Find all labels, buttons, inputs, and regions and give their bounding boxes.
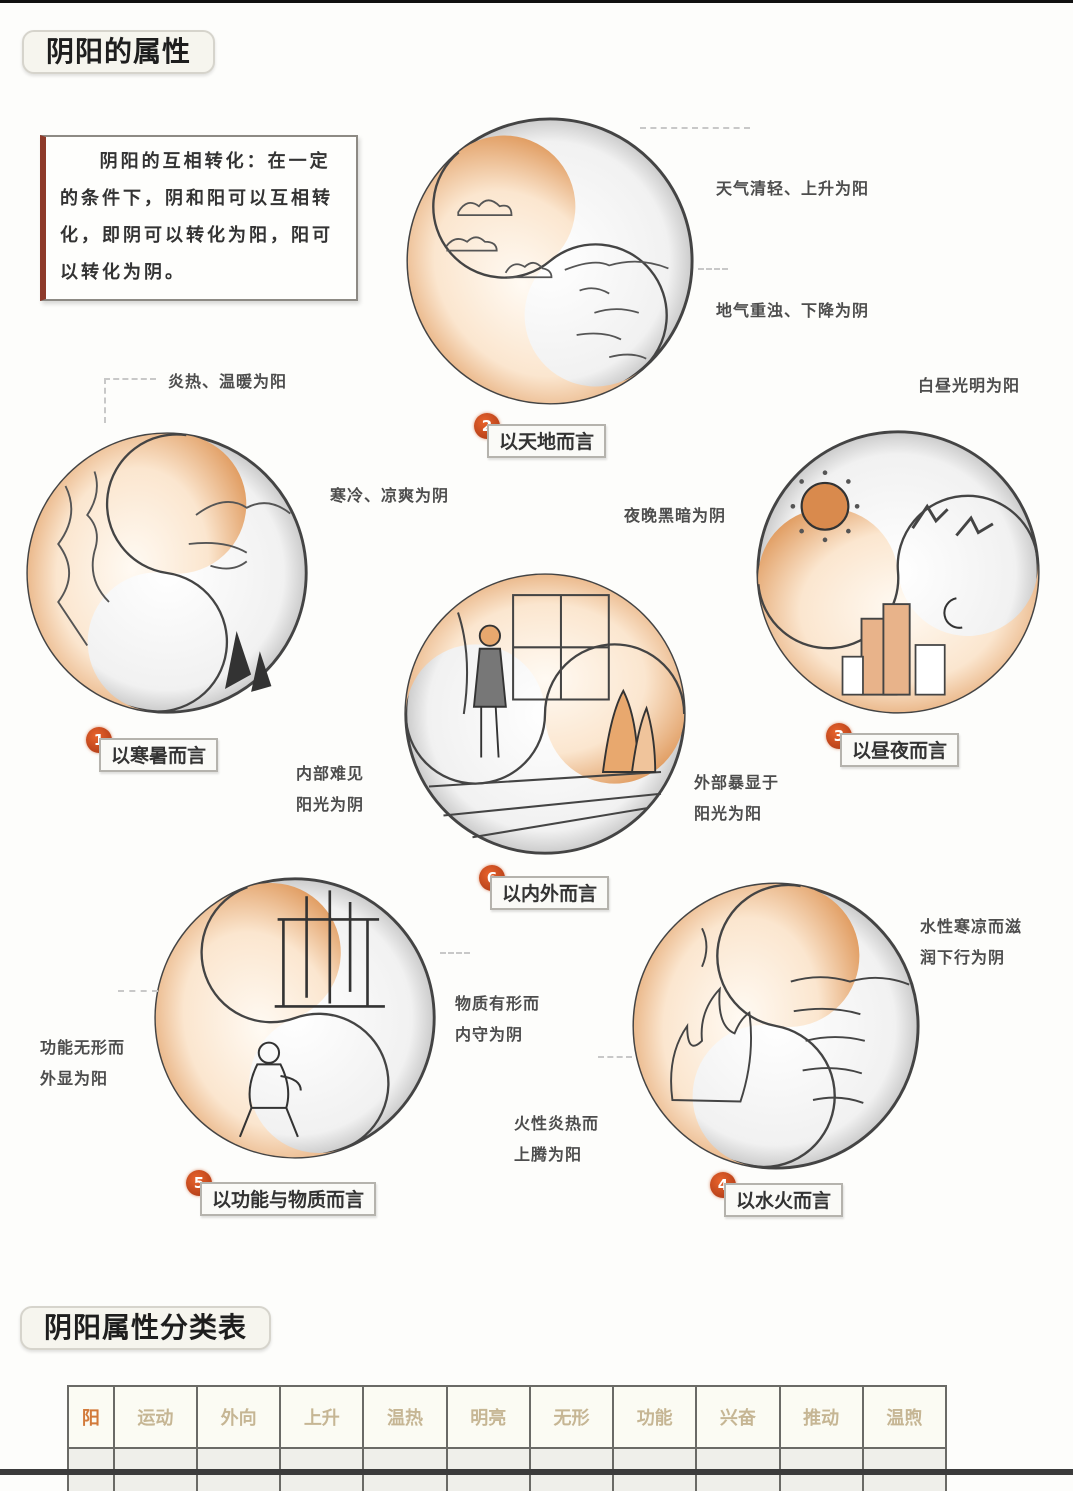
note-text: 阴阳的互相转化：在一定的条件下，阴和阳可以互相转化，即阴可以转化为阳，阳可以转化… [60,151,333,283]
label-cold-yin: 寒冷、凉爽为阴 [330,486,450,505]
yinyang-circle-water-fire [628,878,924,1174]
table-cell: 明亮 [445,1385,531,1449]
table-cell: 兴奋 [695,1385,781,1449]
yinyang-classification-table: 阳 运动 外向 上升 温热 明亮 无形 功能 兴奋 推动 温煦 [67,1385,948,1491]
table-cell: 运动 [112,1385,198,1449]
label-heaven-yang: 天气清轻、上升为阳 [716,179,870,198]
leader-line [104,378,156,380]
label-inside-yin-1: 内部难见 [296,764,365,783]
caption-inside-outside: 以内外而言 [490,876,610,910]
table-cell: 温煦 [861,1385,948,1449]
label-function-yang-2: 外显为阳 [40,1069,109,1088]
leader-line [104,378,106,423]
transformation-note: 阴阳的互相转化：在一定的条件下，阴和阳可以互相转化，即阴可以转化为阳，阳可以转化… [40,135,358,301]
yinyang-circle-cold-heat [22,428,312,718]
leader-line [598,1056,632,1058]
label-fire-yang-2: 上腾为阳 [514,1145,583,1164]
table-cell: 上升 [279,1385,365,1449]
label-night-yin: 夜晚黑暗为阴 [624,506,727,525]
caption-heaven-earth: 以天地而言 [487,424,607,458]
top-edge [0,0,1073,3]
table-cell: 推动 [778,1385,864,1449]
caption-water-fire: 以水火而言 [724,1183,844,1217]
label-matter-yin-2: 内守为阴 [455,1025,524,1044]
leader-line [640,127,750,129]
section-title-classification-table: 阴阳属性分类表 [20,1306,272,1350]
table-cell: 无形 [528,1385,615,1449]
label-matter-yin-1: 物质有形而 [455,994,541,1013]
caption-cold-heat: 以寒暑而言 [99,738,219,772]
table-cell: 外向 [195,1385,282,1449]
label-fire-yang-1: 火性炎热而 [514,1114,600,1133]
label-inside-yin-2: 阳光为阴 [296,795,365,814]
table-cell-header: 阳 [67,1385,115,1449]
label-function-yang-1: 功能无形而 [40,1038,126,1057]
caption-day-night: 以昼夜而言 [840,733,960,767]
label-heat-yang: 炎热、温暖为阳 [168,372,288,391]
label-outside-yang-1: 外部暴显于 [694,773,780,792]
label-day-yang: 白昼光明为阳 [918,376,1021,395]
leader-line [440,952,470,954]
yinyang-circle-inside-outside [400,568,690,860]
section-title-properties: 阴阳的属性 [22,30,216,74]
label-water-yin-1: 水性寒凉而滋 [920,917,1023,936]
leader-line [118,990,158,992]
yinyang-circle-day-night [752,426,1044,718]
caption-function-matter: 以功能与物质而言 [200,1182,377,1216]
yinyang-circle-function-matter [150,872,440,1164]
table-row-yang: 阳 运动 外向 上升 温热 明亮 无形 功能 兴奋 推动 温煦 [67,1385,948,1449]
table-cell: 功能 [612,1385,698,1449]
label-water-yin-2: 润下行为阴 [920,948,1006,967]
table-cell: 温热 [362,1385,448,1449]
leader-line [698,268,728,270]
yinyang-circle-heaven-earth [402,113,698,409]
label-earth-yin: 地气重浊、下降为阴 [716,301,870,320]
label-outside-yang-2: 阳光为阳 [694,804,763,823]
bottom-edge [0,1469,1073,1475]
